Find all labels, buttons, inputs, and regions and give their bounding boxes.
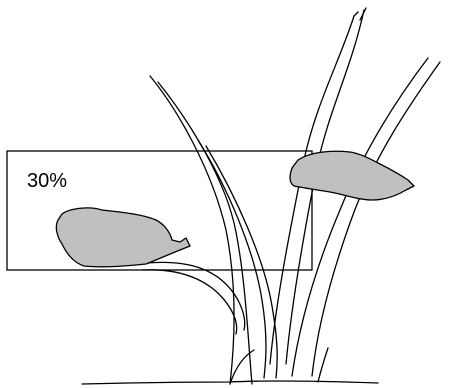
lesion-patch-right — [290, 151, 414, 200]
callout-label: 30% — [27, 170, 67, 192]
leaf-stalk-lower — [142, 270, 237, 334]
leaf-stalk-upper — [138, 262, 245, 330]
stem-left-inner — [158, 82, 252, 384]
lesion-patch-left — [56, 208, 190, 267]
stem-base-right — [318, 348, 328, 382]
stem-right-inner — [312, 62, 440, 376]
